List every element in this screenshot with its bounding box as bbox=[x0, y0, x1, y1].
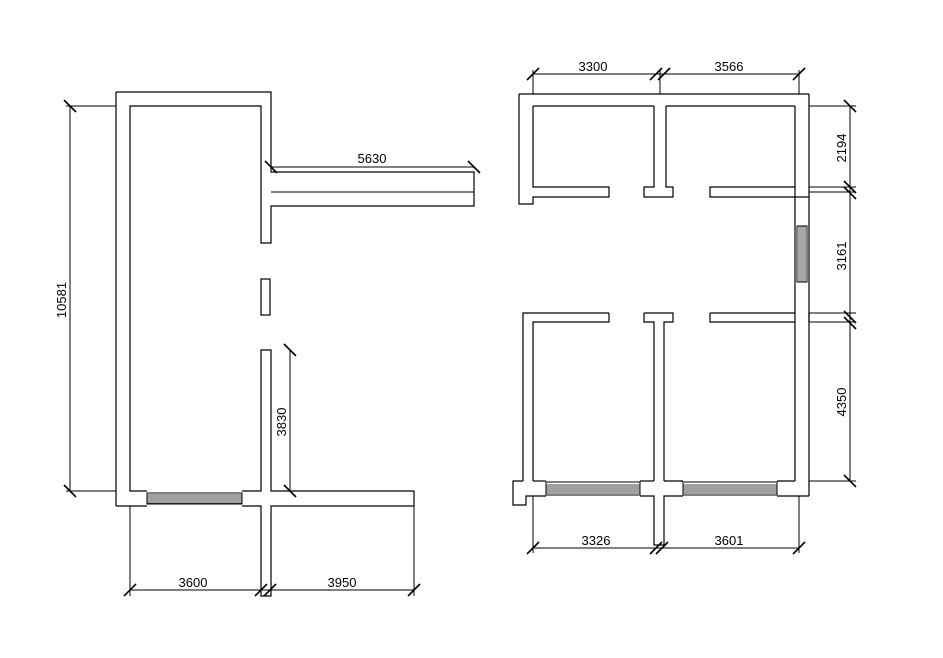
left-plan-walls bbox=[115, 91, 475, 597]
dim-label-top-right: 5630 bbox=[358, 151, 387, 166]
dim-line-right-side: 2194 3161 4350 bbox=[809, 99, 857, 488]
dim-label-right-side-middle: 3161 bbox=[834, 242, 849, 271]
dim-label-right-bottom-left: 3326 bbox=[582, 533, 611, 548]
right-plan-walls bbox=[512, 93, 810, 546]
dim-label-right-top-right: 3566 bbox=[715, 59, 744, 74]
dim-label-bottom-left: 3600 bbox=[179, 575, 208, 590]
right-plan-side-window bbox=[796, 225, 808, 283]
dim-line-right-top: 3300 3566 bbox=[526, 59, 806, 94]
dim-label-bottom-right: 3950 bbox=[328, 575, 357, 590]
dim-label-right-bottom-right: 3601 bbox=[715, 533, 744, 548]
dim-line-right-bottom: 3326 3601 bbox=[526, 496, 806, 555]
right-plan-bottom-window-left bbox=[545, 481, 641, 496]
dim-line-right-lower: 3830 bbox=[274, 343, 297, 498]
dim-line-bottom: 3600 3950 bbox=[123, 506, 421, 597]
dim-label-right-side-bottom: 4350 bbox=[834, 388, 849, 417]
dim-line-top-right: 5630 bbox=[264, 151, 481, 174]
right-plan: 3300 3566 2194 3161 4350 bbox=[512, 59, 857, 555]
dim-label-right-top-left: 3300 bbox=[579, 59, 608, 74]
dim-label-height: 10581 bbox=[54, 282, 69, 318]
left-plan-window bbox=[146, 492, 243, 505]
left-plan: 10581 5630 3830 3600 3950 bbox=[54, 91, 481, 597]
dim-label-right-lower: 3830 bbox=[274, 408, 289, 437]
right-plan-bottom-window-right bbox=[682, 481, 778, 496]
dim-line-height: 10581 bbox=[54, 99, 116, 498]
dim-label-right-side-top: 2194 bbox=[834, 134, 849, 163]
